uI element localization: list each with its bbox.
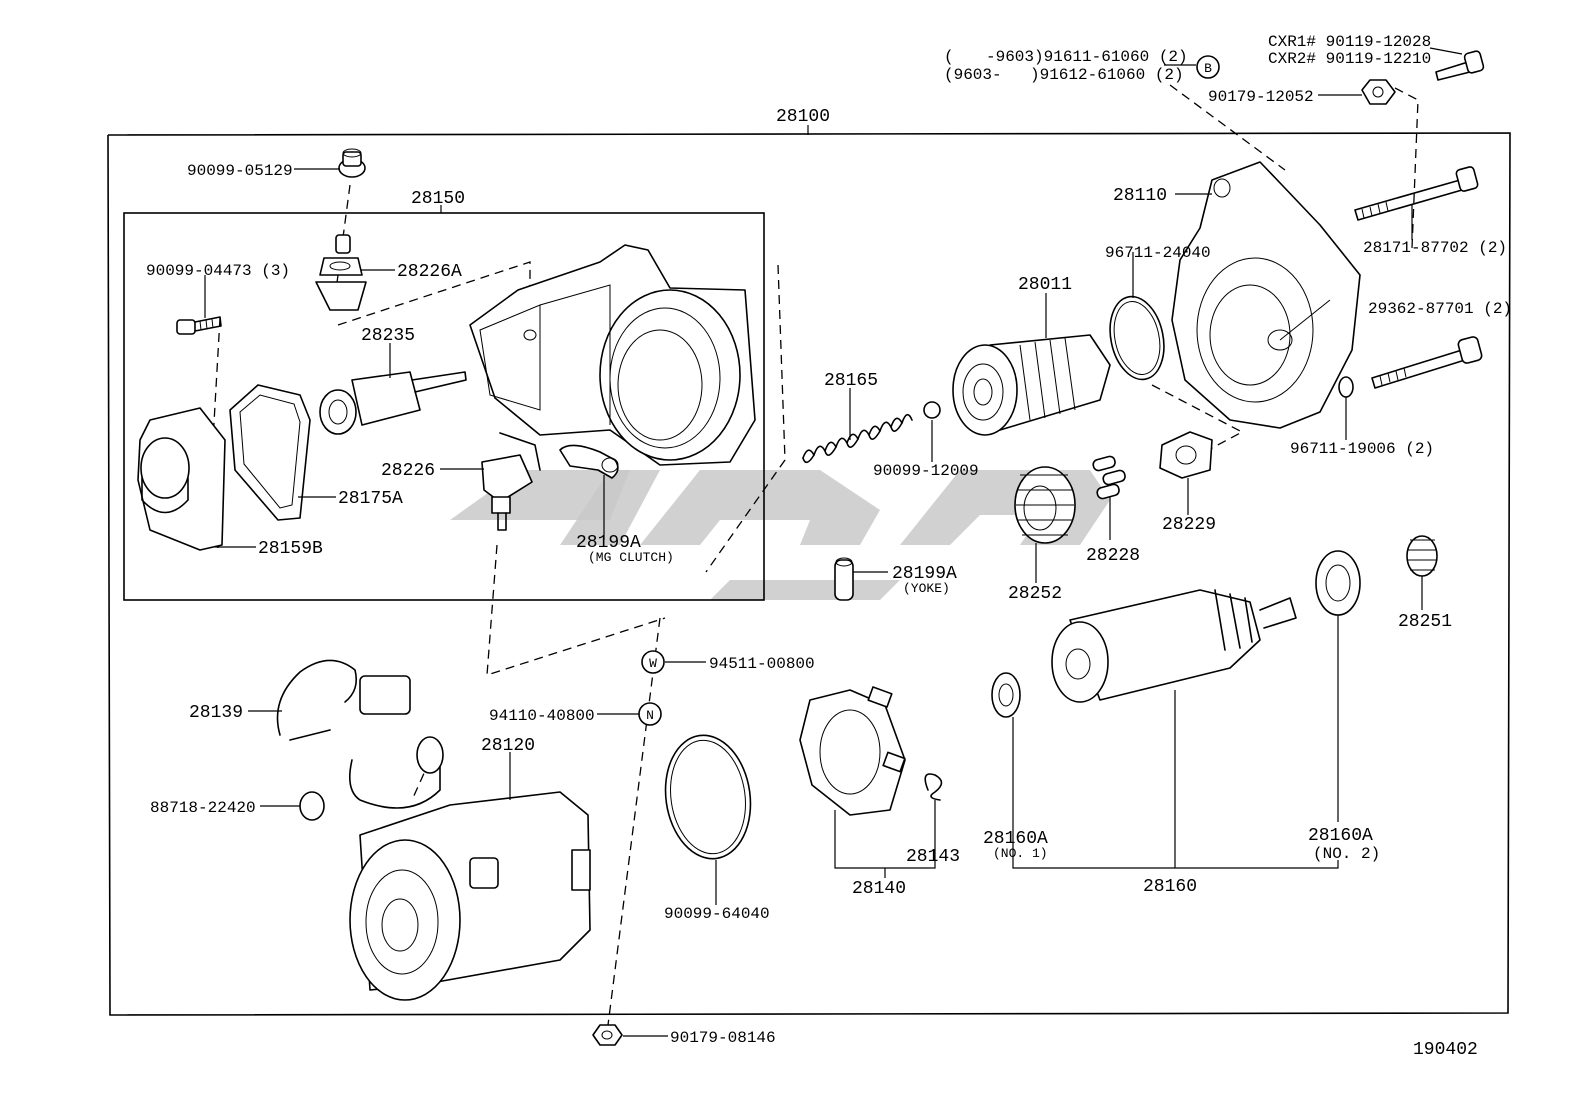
label-28235: 28235 bbox=[361, 326, 415, 346]
label-28199A-yoke: 28199A bbox=[892, 564, 957, 584]
ball-90099-12009 bbox=[923, 401, 941, 419]
label-28229: 28229 bbox=[1162, 515, 1216, 535]
label-90099-04473: 90099-04473 (3) bbox=[146, 262, 290, 280]
bolt-28171-87702 bbox=[1354, 166, 1479, 221]
label-top-left-2a: (9603- bbox=[944, 66, 1002, 84]
bolt-90119-cxr bbox=[1435, 50, 1485, 81]
label-94110-40800: 94110-40800 bbox=[489, 707, 595, 725]
marker-w: W bbox=[641, 650, 665, 674]
label-28175A: 28175A bbox=[338, 489, 403, 509]
nut-90099-05129 bbox=[338, 148, 366, 178]
label-28226: 28226 bbox=[381, 461, 435, 481]
sub-assembly-frame bbox=[123, 212, 765, 601]
label-28160: 28160 bbox=[1143, 877, 1197, 897]
label-90099-12009: 90099-12009 bbox=[873, 462, 979, 480]
yoke-28120 bbox=[349, 791, 591, 1001]
label-90179-08146: 90179-08146 bbox=[670, 1029, 776, 1047]
label-28150: 28150 bbox=[411, 189, 465, 209]
bearing-28160A-no1 bbox=[991, 672, 1021, 718]
label-28160A-no2: 28160A bbox=[1308, 826, 1373, 846]
label-28160A-no2-note: (NO. 2) bbox=[1313, 845, 1380, 863]
label-28110: 28110 bbox=[1113, 186, 1167, 206]
svg-text:N: N bbox=[646, 708, 654, 723]
label-28199A-yoke-note: (YOKE) bbox=[903, 581, 950, 596]
label-28165: 28165 bbox=[824, 371, 878, 391]
gear-28252 bbox=[1014, 466, 1076, 544]
spring-28165 bbox=[802, 413, 913, 464]
label-top-left-1a: ( bbox=[944, 48, 954, 66]
armature-28160 bbox=[1051, 589, 1297, 703]
label-28226A: 28226A bbox=[397, 262, 462, 282]
brush-holder-28140 bbox=[799, 686, 906, 816]
plunger-28235 bbox=[319, 371, 467, 435]
label-28011: 28011 bbox=[1018, 275, 1072, 295]
label-28139: 28139 bbox=[189, 703, 243, 723]
label-28252: 28252 bbox=[1008, 584, 1062, 604]
label-88718-22420: 88718-22420 bbox=[150, 799, 256, 817]
label-cxr1: CXR1# 90119-12028 bbox=[1268, 33, 1431, 51]
label-top-left-2b: )91612-61060 (2) bbox=[1030, 66, 1184, 84]
label-28199A-mg-note: (MG CLUTCH) bbox=[588, 550, 674, 565]
label-28140: 28140 bbox=[852, 879, 906, 899]
pinion-28251 bbox=[1406, 535, 1438, 577]
clamp-88718-22420 bbox=[299, 791, 325, 821]
retainer-28229 bbox=[1159, 431, 1213, 479]
terminal-28226 bbox=[481, 432, 541, 531]
screw-90099-04473 bbox=[176, 316, 222, 335]
nut-90179-08146 bbox=[592, 1024, 623, 1046]
drive-housing-28110 bbox=[1171, 161, 1361, 429]
oring-96711-24040 bbox=[1109, 295, 1165, 381]
pin-28199A-yoke bbox=[834, 557, 854, 601]
leader-lines bbox=[204, 47, 1463, 1037]
assembly-frame bbox=[107, 132, 1511, 1016]
marker-b: B bbox=[1196, 55, 1220, 79]
bolt-29362-87701 bbox=[1371, 336, 1483, 389]
label-96711-19006: 96711-19006 (2) bbox=[1290, 440, 1434, 458]
label-28120: 28120 bbox=[481, 736, 535, 756]
watermark-logo bbox=[450, 470, 1110, 600]
label-29362-87701: 29362-87701 (2) bbox=[1368, 300, 1512, 318]
label-90099-05129: 90099-05129 bbox=[187, 162, 293, 180]
label-assembly: 28100 bbox=[776, 107, 830, 127]
label-cxr2: CXR2# 90119-12210 bbox=[1268, 50, 1431, 68]
label-96711-24040: 96711-24040 bbox=[1105, 244, 1211, 262]
oring-90099-64040 bbox=[664, 734, 752, 860]
label-28171-87702: 28171-87702 (2) bbox=[1363, 239, 1507, 257]
label-top-left-1b: -9603)91611-61060 (2) bbox=[986, 48, 1188, 66]
label-28143: 28143 bbox=[906, 847, 960, 867]
spring-28143 bbox=[924, 773, 943, 801]
clutch-28011 bbox=[952, 334, 1111, 436]
label-28160A-no1-note: (NO. 1) bbox=[993, 846, 1048, 861]
terminal-28226A bbox=[315, 234, 367, 311]
marker-n: N bbox=[638, 702, 662, 726]
magnet-switch-housing bbox=[469, 244, 756, 466]
lever-28199A-mg-clutch bbox=[559, 444, 619, 479]
label-90179-12052: 90179-12052 bbox=[1208, 88, 1314, 106]
label-28251: 28251 bbox=[1398, 612, 1452, 632]
svg-text:B: B bbox=[1204, 61, 1212, 76]
gasket-28175A bbox=[229, 384, 311, 521]
label-figure-number: 190402 bbox=[1413, 1040, 1478, 1060]
bearing-28160A-no2 bbox=[1315, 550, 1361, 616]
lead-28139 bbox=[276, 659, 444, 809]
label-90099-64040: 90099-64040 bbox=[664, 905, 770, 923]
svg-text:W: W bbox=[649, 656, 657, 671]
label-28228: 28228 bbox=[1086, 546, 1140, 566]
label-28159B: 28159B bbox=[258, 539, 323, 559]
label-94511-00800: 94511-00800 bbox=[709, 655, 815, 673]
cover-28159B bbox=[137, 407, 226, 551]
washer-96711-19006 bbox=[1338, 376, 1354, 398]
rollers-28228 bbox=[1092, 455, 1126, 500]
label-28199A-mg: 28199A bbox=[576, 533, 641, 553]
label-28160A-no1: 28160A bbox=[983, 829, 1048, 849]
nut-90179-12052 bbox=[1361, 79, 1396, 105]
